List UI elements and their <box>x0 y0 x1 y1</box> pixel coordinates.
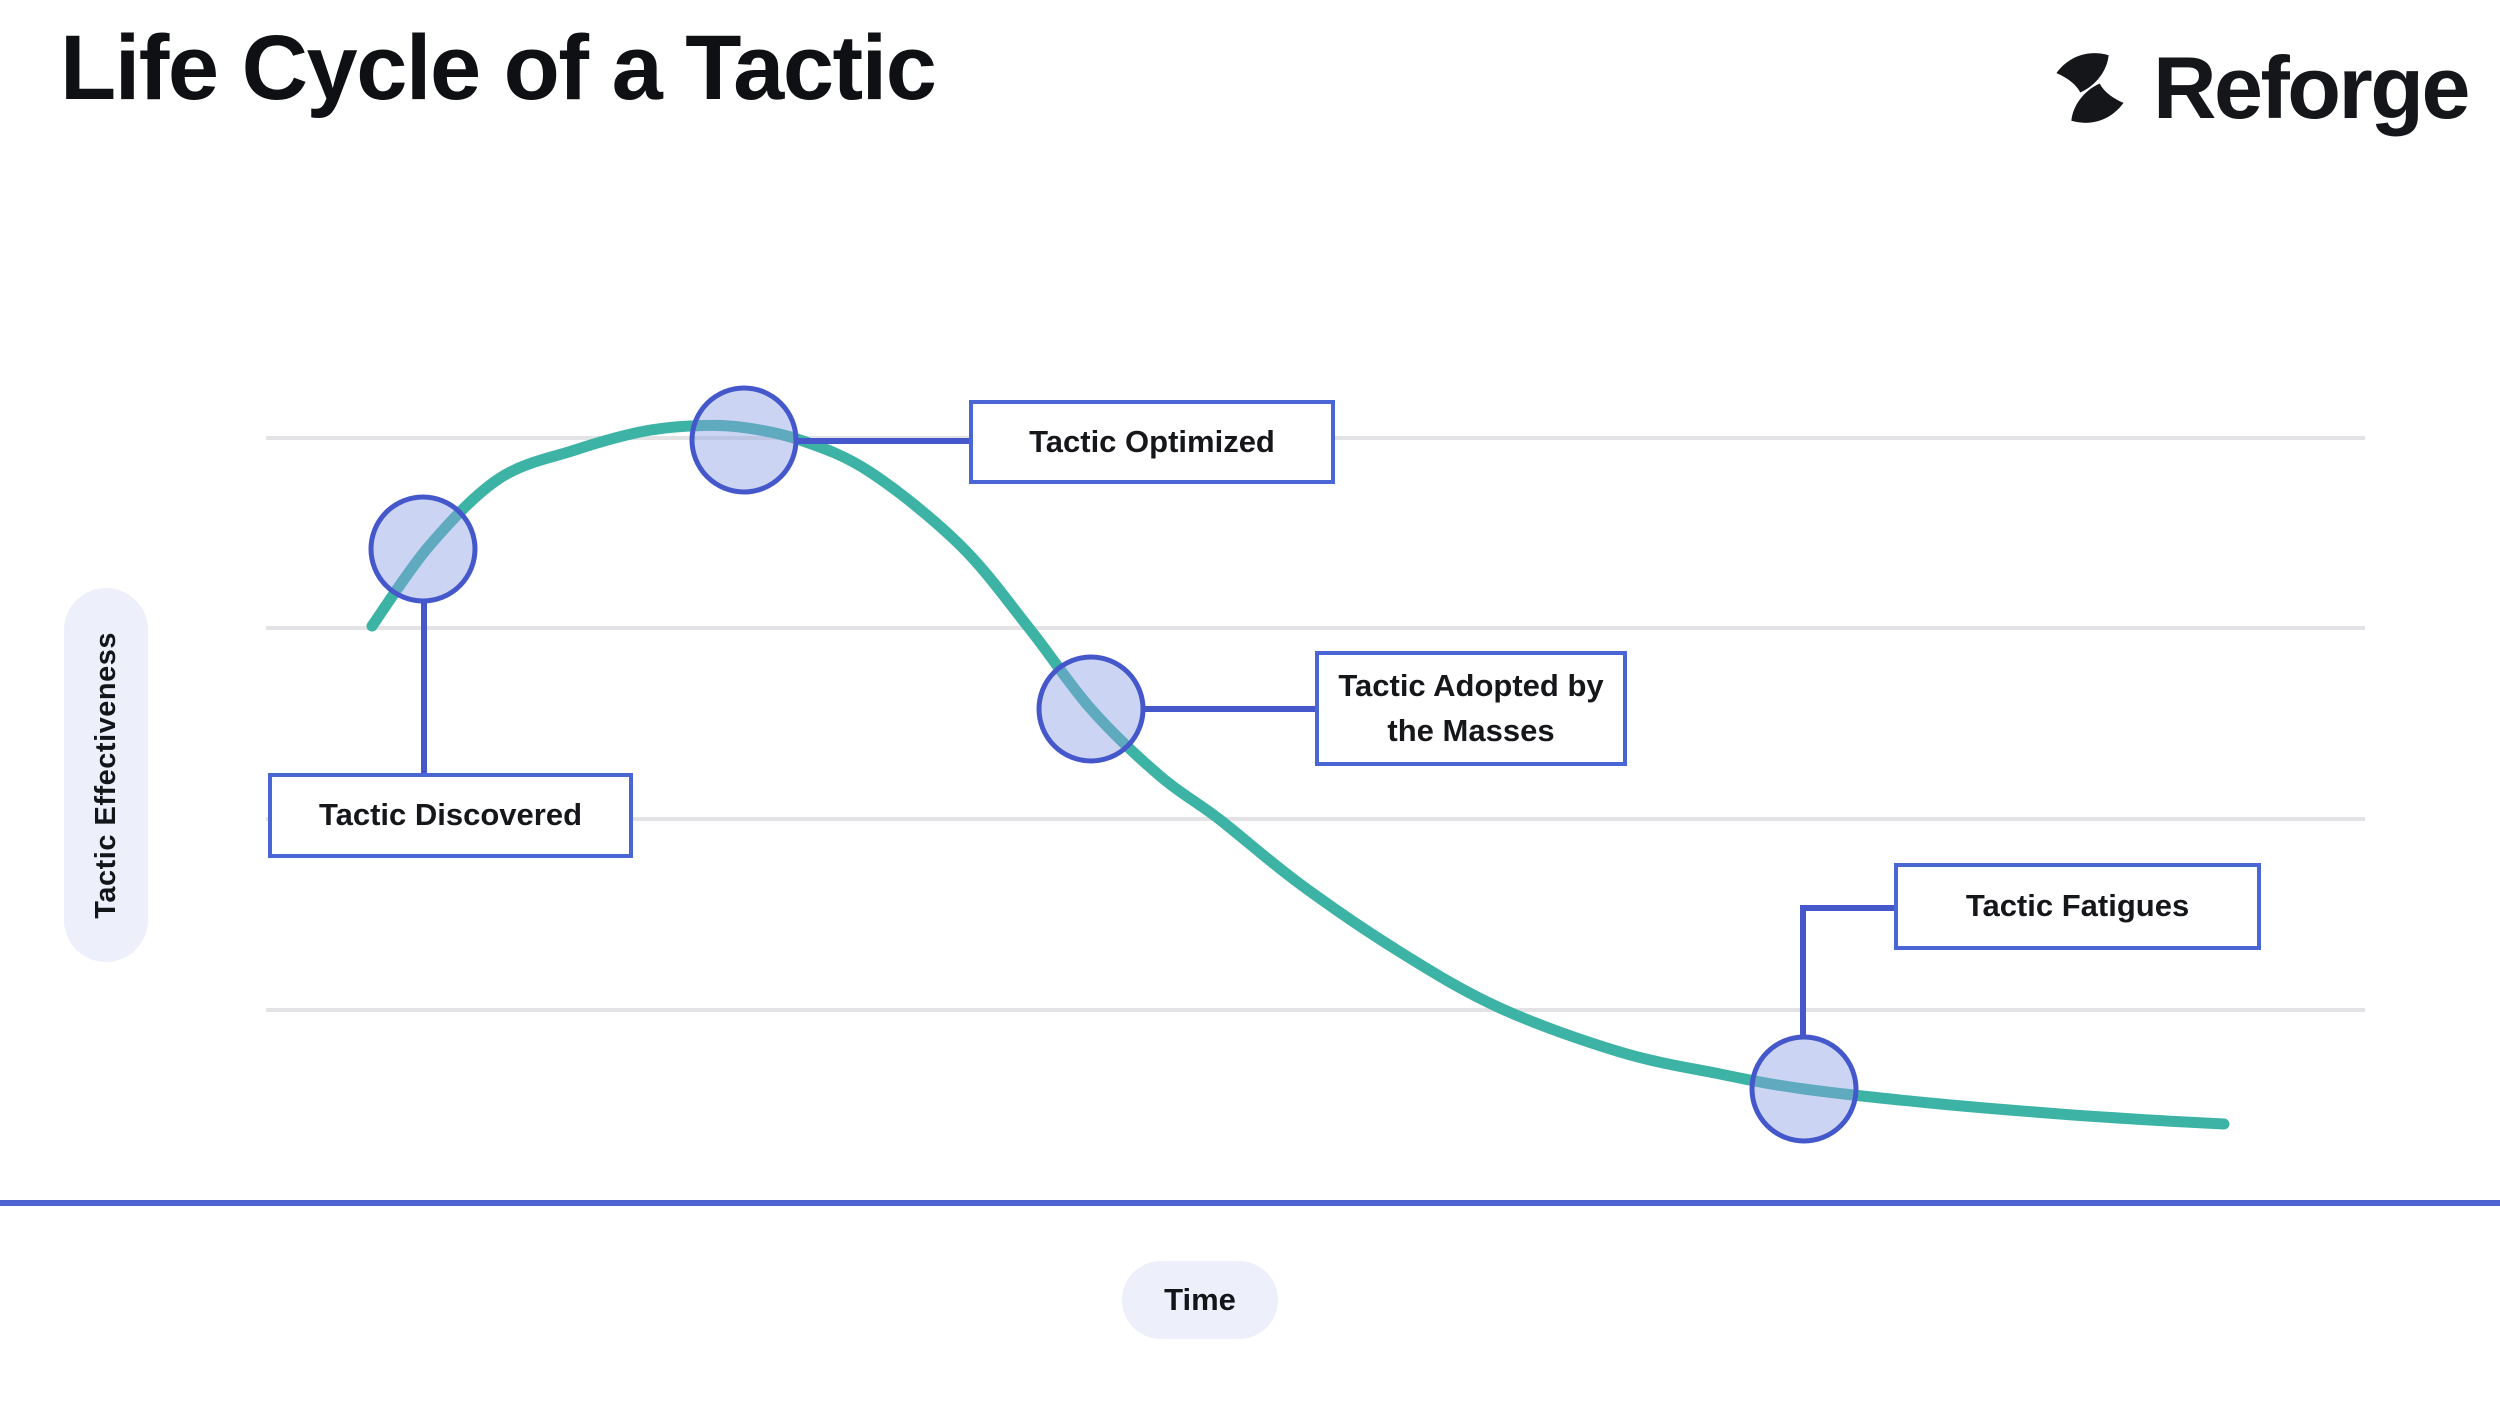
annotation-label: Tactic Optimized <box>1029 423 1275 459</box>
annotation-connectors <box>421 438 1896 1038</box>
curve-path <box>366 419 2230 1130</box>
y-axis-label: Tactic Effectiveness <box>89 631 122 919</box>
annotation-box-tactic-optimized: Tactic Optimized <box>969 400 1335 484</box>
annotation-box-tactic-adopted-by-the-masses: Tactic Adopted by the Masses <box>1315 651 1627 766</box>
annotation-box-tactic-fatigues: Tactic Fatigues <box>1894 863 2261 950</box>
x-axis-label: Time <box>1164 1282 1236 1317</box>
annotation-box-tactic-discovered: Tactic Discovered <box>268 773 633 858</box>
annotation-connector <box>1800 905 1896 1038</box>
stage-marker <box>1036 654 1146 764</box>
stage-marker <box>1749 1034 1859 1144</box>
y-axis-label-pill: Tactic Effectiveness <box>64 588 148 962</box>
reforge-swoosh-icon <box>2056 53 2124 123</box>
stage-marker <box>368 494 478 604</box>
reforge-logo: Reforge <box>2049 38 2471 137</box>
annotation-label: Tactic Fatigues <box>1965 888 2190 924</box>
annotation-label-line1: Tactic Adopted by <box>1338 667 1604 703</box>
stage-markers <box>368 385 1859 1144</box>
brand-wordmark: Reforge <box>2153 38 2471 137</box>
stage-marker <box>689 385 799 495</box>
x-axis-label-pill: Time <box>1122 1261 1278 1339</box>
annotation-label-line2: the Masses <box>1387 712 1555 748</box>
page-title: Life Cycle of a Tactic <box>60 17 937 119</box>
annotation-label: Tactic Discovered <box>318 797 583 833</box>
effectiveness-curve <box>366 419 2230 1130</box>
